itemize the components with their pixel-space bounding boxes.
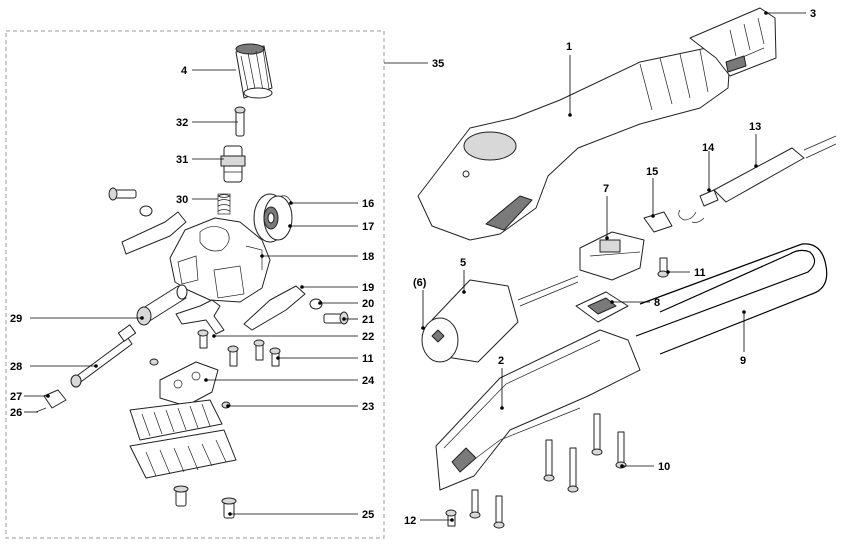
callout-6: (6)	[413, 277, 427, 289]
callout-30: 30	[176, 194, 188, 206]
adjust-nut-part	[220, 145, 246, 183]
callout-7: 7	[603, 183, 609, 195]
blade-holder-part	[159, 361, 219, 407]
screw-11-right-part	[657, 257, 669, 278]
screw-10b-part	[567, 447, 579, 493]
callout-18: 18	[362, 251, 374, 263]
callout-15: 15	[646, 166, 658, 178]
callout-9: 9	[740, 355, 746, 367]
callout-2: 2	[498, 355, 504, 367]
callout-24: 24	[362, 375, 375, 387]
cable-leads-part	[678, 209, 705, 223]
callout-4: 4	[181, 65, 188, 77]
cutter-blade-part	[129, 429, 237, 479]
callout-16: 16	[362, 198, 374, 210]
washer-20-part	[309, 298, 323, 310]
leader-lines	[24, 11, 806, 522]
callout-29: 29	[10, 313, 22, 325]
callout-27: 27	[10, 391, 22, 403]
drive-shaft-part	[70, 324, 137, 388]
screw-11a-part	[197, 329, 209, 349]
screw-10f-part	[493, 495, 505, 529]
comb-blade-part	[129, 399, 223, 441]
head-housing-part	[169, 217, 271, 303]
spring-part	[217, 193, 231, 215]
callout-23: 23	[362, 401, 374, 413]
callout-12: 12	[404, 515, 416, 527]
callout-17: 17	[362, 221, 374, 233]
callout-25: 25	[362, 509, 374, 521]
callout-10: 10	[658, 461, 670, 473]
pin-26-part	[35, 407, 47, 413]
lower-housing-part	[435, 329, 641, 491]
callout-5: 5	[460, 257, 466, 269]
callout-1: 1	[566, 41, 572, 53]
screw-12-part	[445, 509, 457, 527]
callout-20: 20	[362, 298, 374, 310]
callout-13: 13	[749, 121, 761, 133]
end-cap-part	[689, 7, 777, 77]
screw-32-part	[234, 106, 246, 137]
callout-3: 3	[810, 8, 816, 20]
bracket-15-part	[643, 211, 673, 233]
bushing-part	[136, 284, 188, 326]
head-assembly-frame	[5, 30, 385, 539]
right-lever-part	[243, 285, 306, 331]
callout-11-right: 11	[694, 267, 706, 279]
callout-22: 22	[362, 331, 374, 343]
screw-11b-part	[227, 345, 239, 367]
screw-10e-part	[469, 489, 481, 519]
callout-19: 19	[362, 282, 374, 294]
callout-26: 26	[10, 407, 22, 419]
fork-part	[175, 299, 225, 335]
screw-25a-part	[173, 485, 189, 507]
small-bolt-part	[108, 187, 137, 201]
screw-11d-part	[269, 347, 281, 367]
motor-part	[421, 275, 579, 363]
switch-button-part	[575, 291, 629, 323]
callout-28: 28	[10, 361, 22, 373]
callout-11-left: 11	[362, 353, 374, 365]
callout-32: 32	[176, 117, 188, 129]
screw-10c-part	[591, 413, 603, 456]
u-wire-part	[635, 243, 828, 355]
screw-10d-part	[615, 431, 627, 469]
callout-14: 14	[702, 142, 715, 154]
tension-knob-part	[235, 43, 273, 99]
power-cable-part	[713, 135, 837, 203]
callout-31: 31	[176, 154, 188, 166]
strain-relief-part	[699, 189, 719, 207]
upper-housing-part	[417, 45, 731, 241]
callout-21: 21	[362, 314, 374, 326]
screw-11c-part	[253, 339, 265, 361]
callout-labels: 4 32 31 30 16 17 18 19 20 21 22 11 24 23…	[10, 8, 816, 527]
switch-part	[579, 231, 645, 281]
washer-part	[139, 205, 153, 217]
left-lever-part	[121, 211, 187, 255]
callout-8: 8	[654, 297, 660, 309]
bearing-wheel-part	[253, 193, 293, 243]
callout-35: 35	[432, 58, 444, 70]
small-screw-part	[149, 358, 159, 366]
eccentric-part	[43, 389, 67, 409]
screw-10a-part	[543, 439, 555, 482]
